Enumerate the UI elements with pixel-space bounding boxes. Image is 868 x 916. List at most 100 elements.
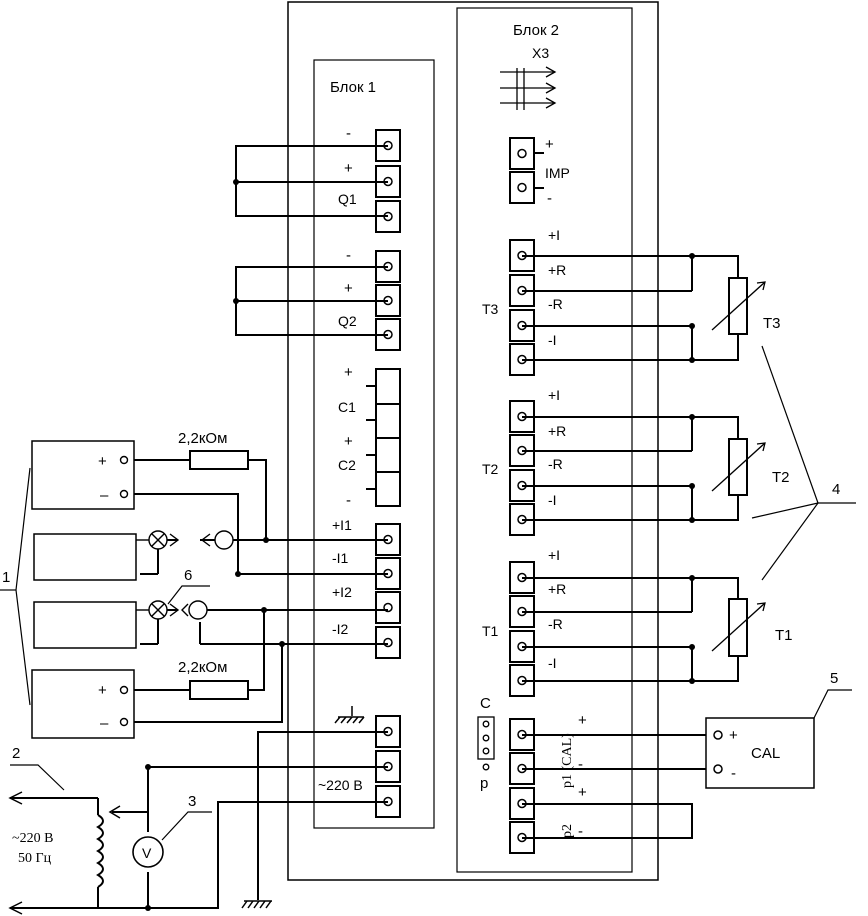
supply-frequency-label: 50 Гц [18, 851, 52, 866]
block-2-title: Блок 2 [513, 22, 559, 39]
rtd-t2-label: T2 [772, 469, 790, 486]
t2-pin-minus-r: -R [548, 456, 563, 472]
q2-minus-label: - [346, 247, 351, 264]
plug-connectors [136, 530, 234, 645]
sensor-t3-block-label: T3 [482, 301, 499, 317]
mains-label: ~220 В [318, 777, 363, 793]
callout-lines [0, 345, 856, 841]
jumper-c-label: C [480, 695, 491, 712]
imp-plus-label: + [545, 136, 554, 153]
t3-pin-plus-i: +I [548, 227, 560, 243]
c1-label: C1 [338, 399, 356, 415]
p1-cal-label: p1 (CAL) [560, 733, 575, 788]
ground-symbol-main [241, 900, 272, 909]
t1-pin-plus-i: +I [548, 547, 560, 563]
t2-pin-plus-r: +R [548, 423, 566, 439]
rtd-t1-label: T1 [775, 627, 793, 644]
connector-x3-label: X3 [532, 45, 549, 61]
minus-i1-label: -I1 [332, 550, 349, 566]
callout-3: 3 [188, 793, 196, 810]
source-1-minus: – [100, 487, 109, 504]
current-source-3 [33, 601, 137, 649]
t3-pin-minus-i: -I [548, 332, 557, 348]
rtd-t3: T3 [711, 277, 781, 335]
rtd-t3-label: T3 [763, 315, 781, 332]
mains-terminal-block: ~220 В [318, 706, 401, 818]
cal-unit: + - CAL [705, 717, 815, 789]
source-4-minus: – [100, 715, 109, 732]
p1-minus-label: - [578, 756, 583, 773]
p2-minus-label: - [578, 823, 583, 840]
block-1: Блок 1 - + Q1 - + Q2 + C1 + C [313, 59, 435, 829]
pressure-terminal-block: p1 (CAL) p2 + - + - [509, 712, 587, 854]
t1-pin-plus-r: +R [548, 581, 566, 597]
c1-plus-label: + [344, 364, 353, 381]
q1-terminal-block: - + Q1 [338, 125, 401, 233]
current-source-1: + – [31, 440, 135, 510]
sensor-t1-block-label: T1 [482, 623, 499, 639]
q1-label: Q1 [338, 191, 357, 207]
imp-minus-label: - [547, 190, 552, 207]
voltmeter-label: V [142, 845, 152, 861]
plus-i1-label: +I1 [332, 517, 352, 533]
connector-x3-symbol [500, 66, 557, 110]
q2-terminal-block: - + Q2 [338, 247, 401, 351]
c-terminal-block: + C1 + C2 - [338, 364, 401, 509]
cal-label: CAL [751, 745, 780, 762]
q1-plus-label: + [344, 160, 353, 177]
voltmeter: V [132, 836, 164, 868]
t3-pin-minus-r: -R [548, 296, 563, 312]
c2-minus-label: - [346, 492, 351, 509]
plus-i2-label: +I2 [332, 584, 352, 600]
sensor-t2-block-label: T2 [482, 461, 499, 477]
t2-pin-minus-i: -I [548, 492, 557, 508]
q1-minus-label: - [346, 125, 351, 142]
t3-pin-plus-r: +R [548, 262, 566, 278]
callout-2: 2 [12, 745, 20, 762]
c2-label: C2 [338, 457, 356, 473]
sensor-t2-terminal-block: T2 +I +R -R -I [482, 387, 566, 536]
jumper-cp: C p [477, 695, 495, 792]
minus-i2-label: -I2 [332, 621, 349, 637]
junction-dots [145, 179, 695, 911]
q2-label: Q2 [338, 313, 357, 329]
imp-label: IMP [545, 165, 570, 181]
resistor-top-label: 2,2кОм [178, 430, 227, 447]
p2-plus-label: + [578, 784, 587, 801]
block-2: Блок 2 X3 + IMP - T3 +I +R -R -I T2 [456, 7, 633, 873]
resistor-bottom-label: 2,2кОм [178, 659, 227, 676]
callout-1: 1 [2, 569, 10, 586]
sensor-t1-terminal-block: T1 +I +R -R -I [482, 547, 566, 697]
current-source-2 [33, 533, 137, 581]
rtd-t1: T1 [711, 598, 793, 657]
source-4-plus: + [98, 682, 107, 699]
supply-voltage-label: ~220 В [12, 831, 53, 846]
device-housing [287, 1, 659, 881]
resistor-bottom: 2,2кОм [178, 659, 249, 700]
source-1-plus: + [98, 453, 107, 470]
rtd-t2: T2 [711, 438, 790, 496]
ground-symbol-block1 [334, 706, 365, 724]
t2-pin-plus-i: +I [548, 387, 560, 403]
c2-plus-label: + [344, 433, 353, 450]
resistor-top: 2,2кОм [178, 430, 249, 470]
wiring [122, 145, 739, 909]
t1-pin-minus-r: -R [548, 616, 563, 632]
t1-pin-minus-i: -I [548, 655, 557, 671]
block-1-title: Блок 1 [330, 79, 376, 96]
i-terminal-block: +I1 -I1 +I2 -I2 [332, 517, 401, 659]
callout-4: 4 [832, 481, 840, 498]
callout-5: 5 [830, 670, 838, 687]
p1-plus-label: + [578, 712, 587, 729]
current-source-4: + – [31, 669, 135, 739]
cal-minus-label: - [731, 765, 736, 782]
sensor-t3-terminal-block: T3 +I +R -R -I [482, 227, 566, 376]
autotransformer [8, 791, 148, 915]
p2-label: p2 [560, 824, 575, 838]
callout-6: 6 [184, 567, 192, 584]
cal-plus-label: + [729, 727, 738, 744]
jumper-p-label: p [480, 775, 488, 792]
imp-terminal-block: + IMP - [509, 136, 570, 207]
q2-plus-label: + [344, 280, 353, 297]
